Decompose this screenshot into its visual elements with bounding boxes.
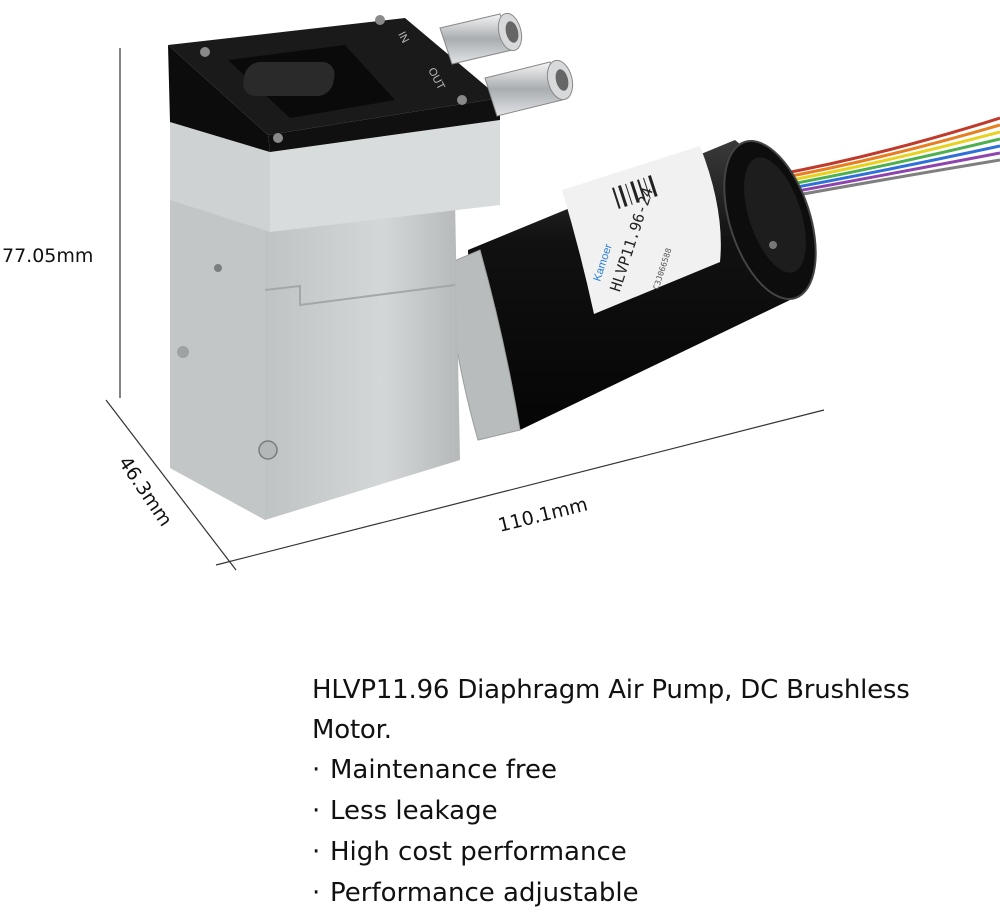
motor-screw [769,241,777,249]
feature-item: · Maintenance free [312,750,992,791]
feature-list: · Maintenance free · Less leakage · High co… [312,750,992,914]
height-dimension-label: 77.05mm [2,245,93,267]
product-description: HLVP11.96 Diaphragm Air Pump, DC Brushle… [312,670,992,914]
feature-item: · Less leakage [312,791,992,832]
feature-item: · Performance adjustable [312,873,992,914]
head-screw [273,133,283,143]
feature-text: Less leakage [330,796,498,826]
motor-wire [769,130,1000,186]
motor-wires [769,116,1000,202]
bullet: · [312,837,321,867]
feature-text: Performance adjustable [330,878,639,908]
pump-body [170,120,500,520]
pump-head: IN OUT [168,15,500,152]
head-screw [200,47,210,57]
head-screw [457,95,467,105]
depth-dimension-label: 46.3mm [114,452,177,530]
body-screw [258,440,278,460]
barcode [612,175,658,209]
outlet-fitting [484,59,574,117]
dimension-lines [105,48,825,571]
body-screw [214,264,222,272]
motor-wire [769,123,1000,182]
feature-text: Maintenance free [330,755,557,785]
body-screw [177,346,189,358]
length-dimension-label: 110.1mm [496,493,590,536]
product-title: HLVP11.96 Diaphragm Air Pump, DC Brushle… [312,675,910,745]
bullet: · [312,755,321,785]
feature-text: High cost performance [330,837,627,867]
brushless-motor: Kamoer HLVP11.96-24 C3J066588 [444,140,817,441]
feature-item: · High cost performance [312,832,992,873]
inlet-fitting [439,12,523,65]
product-figure: 77.05mm 46.3mm 110.1mm Kamoer HLVP11.96-… [2,12,1000,571]
head-screw [375,15,385,25]
motor-wire [769,116,1000,178]
inlet-marking: IN [395,30,411,45]
bullet: · [312,796,321,826]
bullet: · [312,878,321,908]
